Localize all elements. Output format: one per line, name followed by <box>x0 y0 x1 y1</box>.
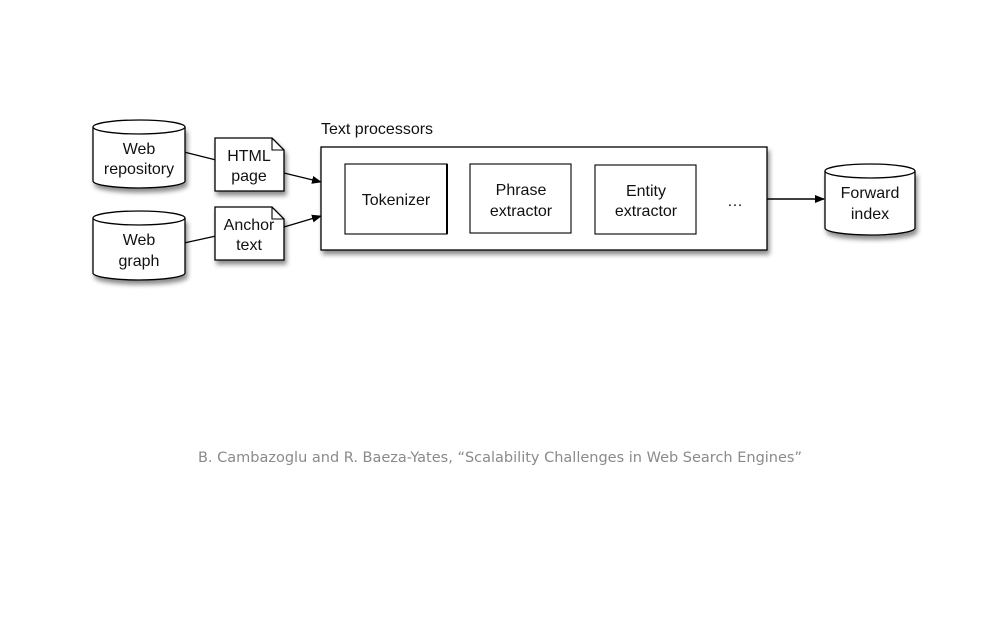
more-processors-ellipsis: … <box>727 193 743 210</box>
html-page-label-line2: page <box>231 168 267 185</box>
phrase-extractor-label-line2: extractor <box>490 203 553 220</box>
phrase-extractor-label-line1: Phrase <box>496 182 547 199</box>
entity-extractor-label-line2: extractor <box>615 203 678 220</box>
edge-graph-to-anchor <box>183 235 217 244</box>
forward-index-cylinder: Forward index <box>824 163 916 236</box>
entity-extractor-box: Entity extractor <box>594 164 697 235</box>
web-graph-label-line2: graph <box>119 253 160 270</box>
web-repository-cylinder: Web repository <box>92 119 186 189</box>
citation-footer: B. Cambazoglu and R. Baeza-Yates, “Scala… <box>197 450 802 466</box>
web-repository-label-line1: Web <box>123 141 156 158</box>
anchor-text-label-line1: Anchor <box>224 217 275 234</box>
text-processors-title: Text processors <box>321 121 433 138</box>
web-graph-label-line1: Web <box>123 232 156 249</box>
forward-index-label-line2: index <box>851 206 889 223</box>
entity-extractor-label-line1: Entity <box>626 183 666 200</box>
anchor-text-document: Anchor text <box>214 206 285 261</box>
arrow-anchor-to-processors <box>283 214 322 228</box>
tokenizer-label: Tokenizer <box>362 192 431 209</box>
arrow-html-to-processors <box>283 172 322 184</box>
edge-repository-to-html <box>183 151 217 161</box>
web-graph-cylinder: Web graph <box>92 210 186 281</box>
anchor-text-label-line2: text <box>236 237 262 254</box>
tokenizer-box: Tokenizer <box>344 163 448 235</box>
phrase-extractor-box: Phrase extractor <box>469 163 572 234</box>
forward-index-label-line1: Forward <box>841 185 900 202</box>
html-page-label-line1: HTML <box>227 148 271 165</box>
html-page-document: HTML page <box>214 137 285 192</box>
web-repository-label-line2: repository <box>104 161 174 178</box>
